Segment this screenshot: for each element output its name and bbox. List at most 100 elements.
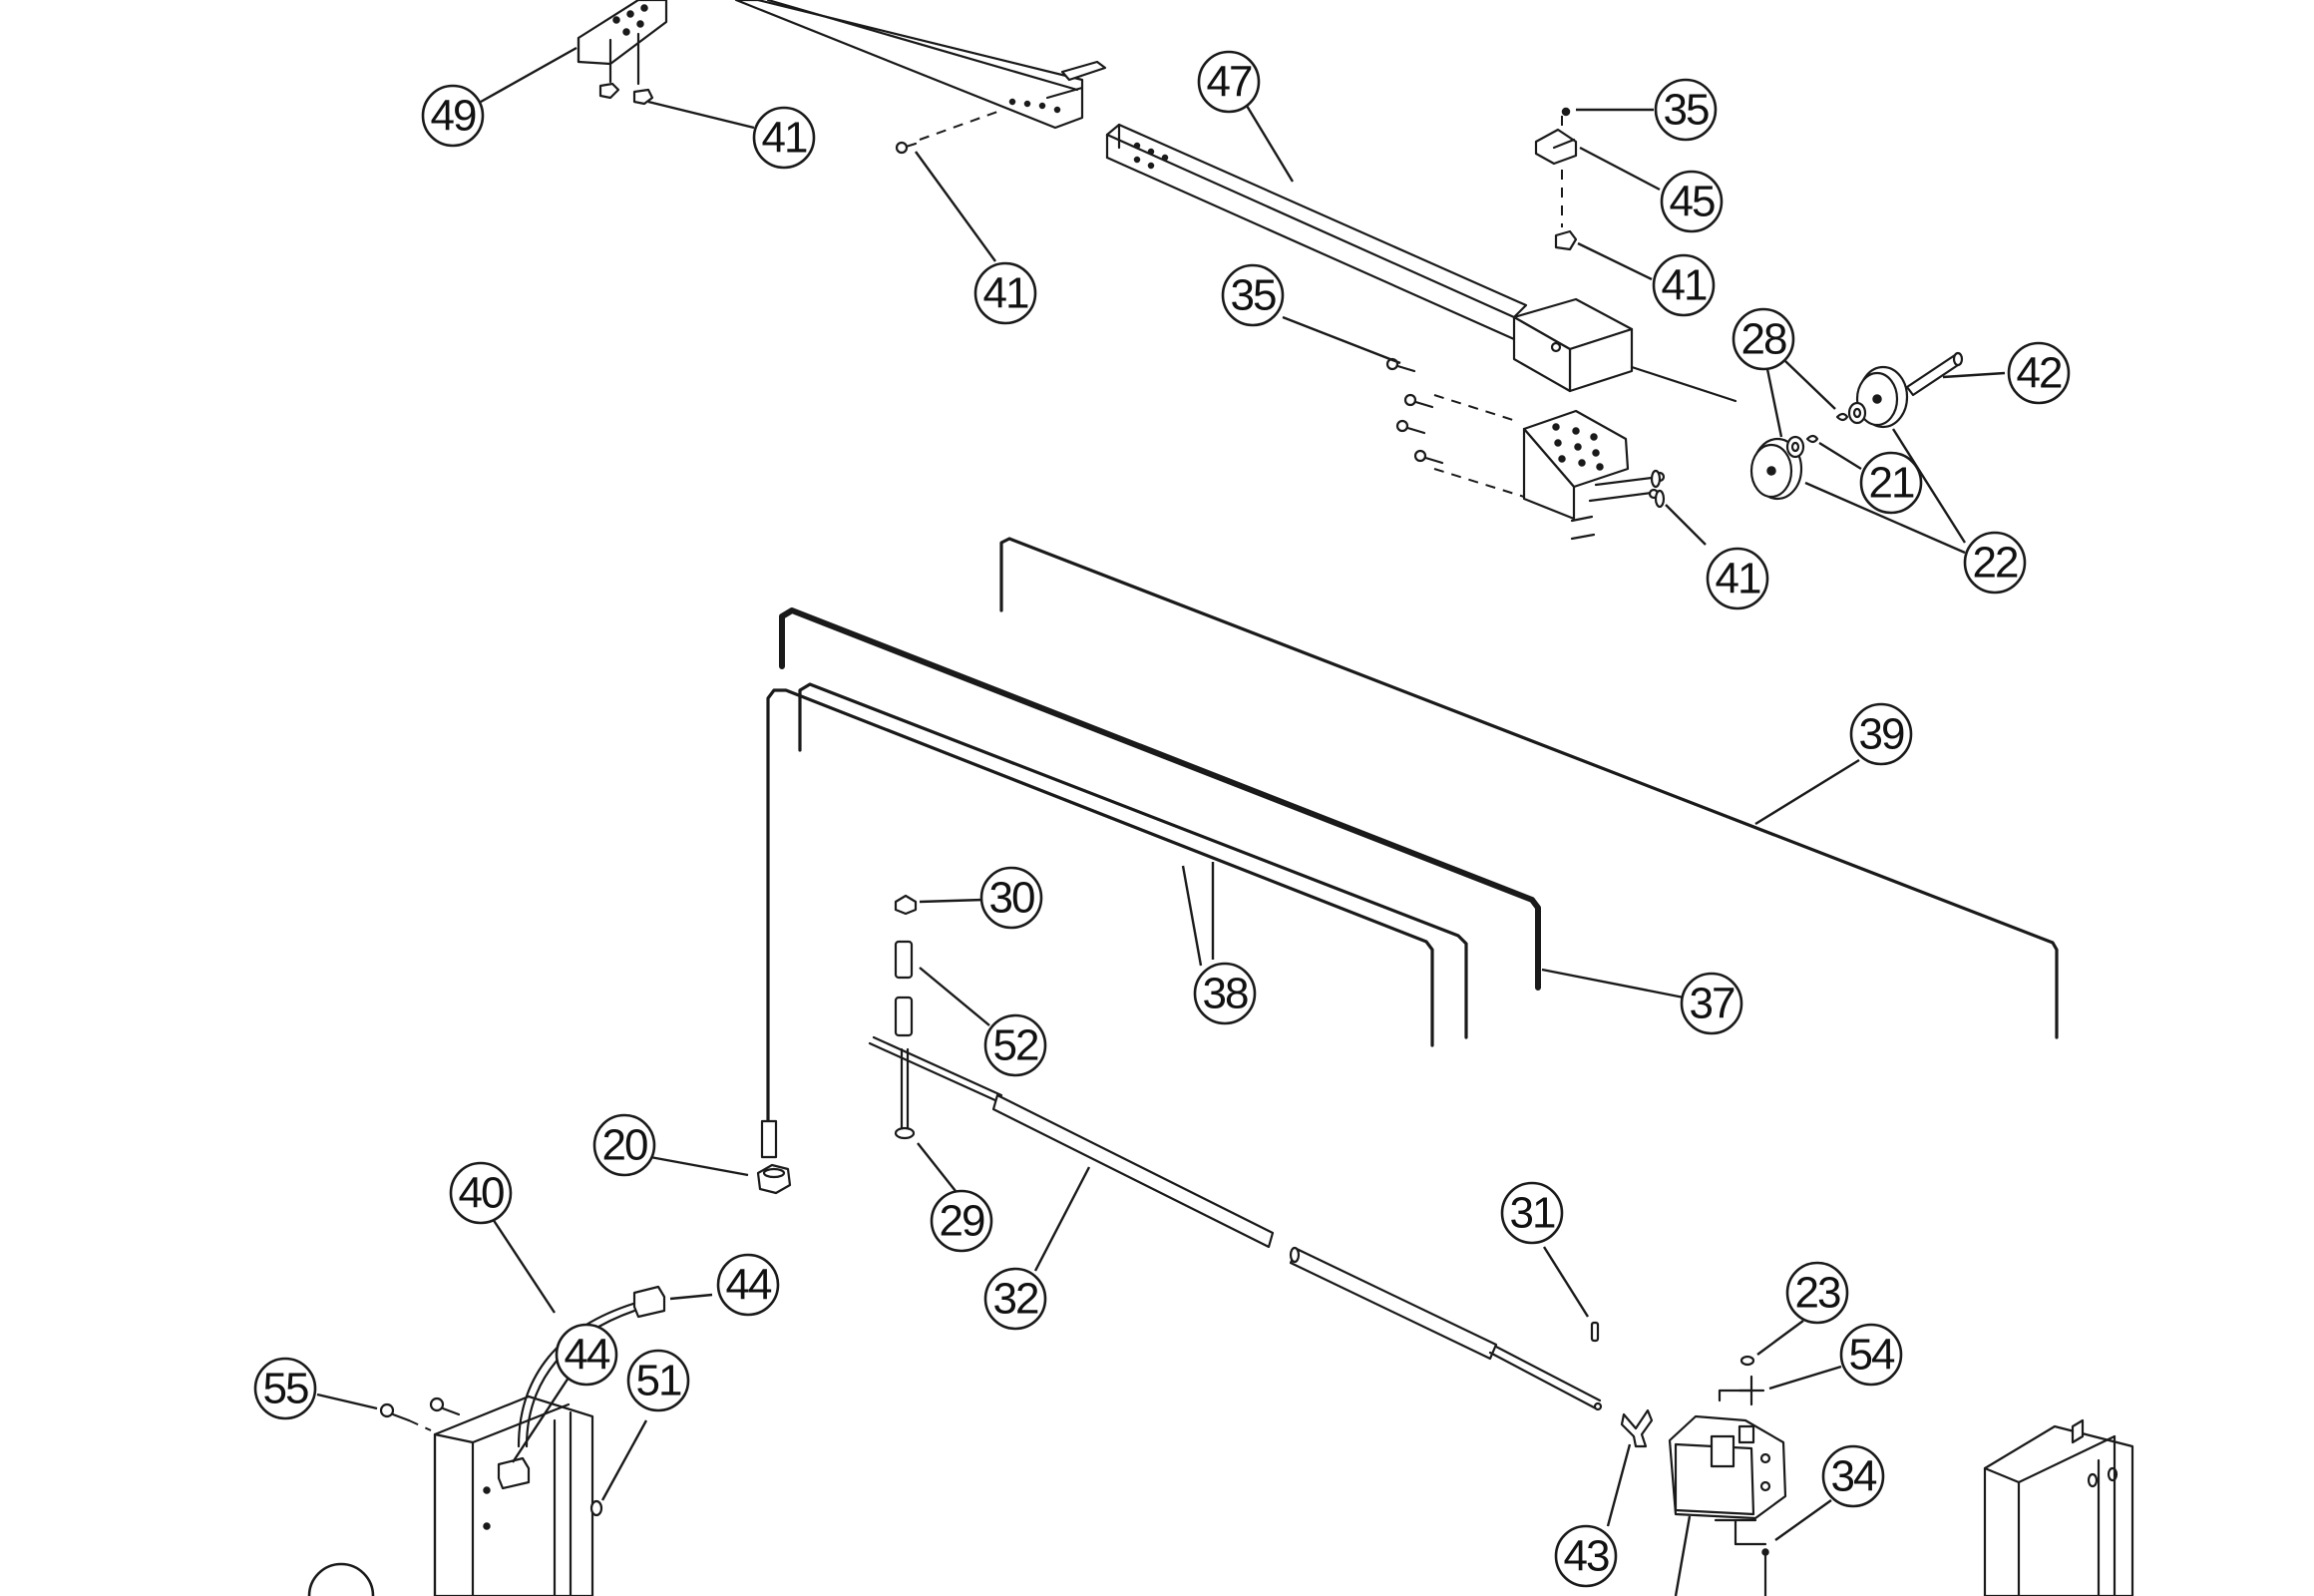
svg-text:41: 41 [1662,261,1707,310]
part-47-rail [1105,123,1528,341]
svg-text:49: 49 [431,92,476,141]
rail-end-box [1512,297,1737,403]
svg-text:54: 54 [1849,1331,1895,1380]
svg-text:21: 21 [1869,459,1914,508]
part-39-long-rod [999,537,2059,1039]
part-23-screw [1739,1355,1755,1367]
callout-23: 23 [1785,1261,1849,1325]
svg-text:43: 43 [1564,1532,1609,1581]
svg-text:37: 37 [1690,980,1735,1028]
callout-35: 35 [1221,263,1285,327]
svg-text:35: 35 [1664,86,1709,135]
callout-45: 45 [1660,170,1724,233]
callout-39: 39 [1849,702,1913,766]
svg-text:52: 52 [993,1021,1038,1070]
part-55-bolts [379,1396,461,1431]
part-44-connectors [497,1285,666,1490]
part-41-nut-middle [1554,229,1578,251]
part-34-screw [1761,1548,1769,1596]
callout-29: 29 [930,1189,993,1253]
svg-text:44: 44 [565,1331,610,1380]
part-28-washers [1785,401,1867,459]
callout-40: 40 [449,1161,513,1225]
svg-text:40: 40 [459,1169,504,1218]
callout-49: 49 [421,84,485,148]
svg-text:23: 23 [1795,1269,1840,1318]
svg-text:22: 22 [1973,539,2018,588]
part-41-screw-top [895,141,918,155]
callout-41: 41 [752,106,816,170]
callout-22: 22 [1963,531,2027,595]
svg-text:30: 30 [989,874,1034,923]
callout-21: 21 [1859,451,1923,515]
callout-42: 42 [2007,341,2071,405]
part-30-nut [894,894,918,916]
callout-44: 44 [555,1323,618,1387]
callout-54: 54 [1839,1323,1903,1387]
callout-37: 37 [1680,972,1743,1035]
callout-43: 43 [1554,1524,1618,1588]
svg-text:51: 51 [636,1357,681,1405]
svg-text:41: 41 [762,114,807,163]
svg-text:29: 29 [940,1197,984,1246]
part-22-pulley-right [1855,365,1909,429]
upper-rail-left [734,0,1107,141]
svg-text:47: 47 [1207,58,1252,107]
part-35-screw-top [1561,107,1571,117]
part-31-pin [1590,1321,1600,1343]
part-37-heavy-rod [779,607,1541,991]
svg-text:55: 55 [263,1365,308,1413]
callout-41: 41 [1652,253,1716,317]
part-51-nut [589,1499,603,1517]
svg-text:35: 35 [1231,271,1276,320]
callout-55: 55 [253,1357,317,1420]
svg-text:34: 34 [1831,1452,1877,1501]
part-21-clips [1805,412,1849,444]
callout-52: 52 [983,1013,1047,1077]
callout-30: 30 [979,866,1043,930]
svg-text:42: 42 [2017,349,2062,398]
svg-text:41: 41 [983,269,1028,318]
part-42-axle [1905,351,1964,397]
partial-callout-edge [307,1562,375,1596]
svg-text:32: 32 [993,1275,1038,1324]
callout-32: 32 [983,1267,1047,1331]
lower-bracket [1522,409,1630,521]
callout-20: 20 [592,1113,656,1177]
part-40-wire [517,1301,642,1448]
callout-44: 44 [716,1253,780,1317]
callout-35: 35 [1654,78,1718,142]
part-52-spacers [894,940,914,1037]
part-40-post [433,1395,594,1596]
callout-34: 34 [1821,1444,1885,1508]
callout-31: 31 [1500,1181,1564,1245]
callout-51: 51 [626,1349,690,1412]
part-29-bolt [894,1047,916,1140]
part-20-nut [756,1163,792,1195]
callout-47: 47 [1197,50,1261,114]
callout-28: 28 [1732,307,1795,371]
leader-lines [316,46,2006,1596]
part-32-shaft [868,1035,1603,1411]
switch-box [1668,1414,1787,1546]
callout-41: 41 [973,261,1037,325]
part-45-clip [1534,116,1578,227]
part-41-nuts-bracket [1650,469,1666,509]
callout-41: 41 [1706,547,1769,610]
right-channel-post [1983,1418,2134,1596]
svg-text:31: 31 [1510,1189,1555,1238]
svg-text:44: 44 [726,1261,772,1310]
svg-text:39: 39 [1859,710,1904,759]
part-54-terminal [1718,1375,1765,1406]
part-41-nuts-top-left [598,82,654,106]
svg-text:38: 38 [1203,970,1248,1018]
callout-38: 38 [1193,962,1257,1025]
svg-text:20: 20 [602,1121,647,1170]
svg-text:28: 28 [1741,315,1786,364]
svg-text:45: 45 [1670,178,1715,226]
part-38-rods [760,682,1468,1159]
svg-text:41: 41 [1716,555,1760,603]
part-43-wing-nut [1620,1408,1654,1448]
part-49-bracket [577,0,668,86]
